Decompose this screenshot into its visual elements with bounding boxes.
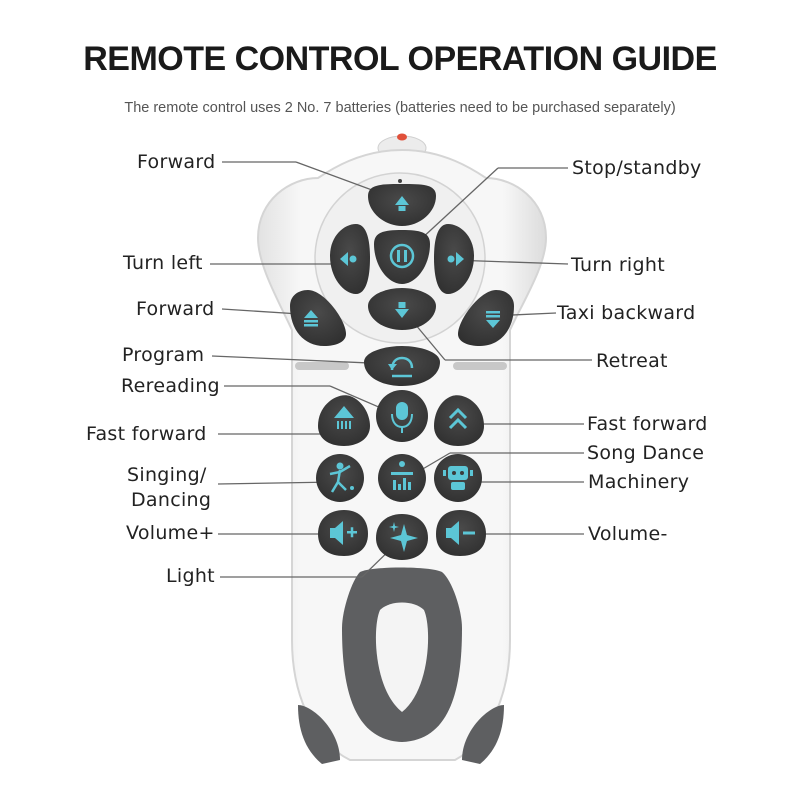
label-retreat: Retreat bbox=[596, 350, 668, 372]
arrow-right-icon bbox=[447, 252, 464, 266]
machinery-button[interactable] bbox=[434, 454, 482, 502]
arrow-left-icon bbox=[340, 252, 357, 266]
label-stop-standby: Stop/standby bbox=[572, 157, 702, 179]
forward-button[interactable] bbox=[368, 184, 436, 226]
fast-forward-right-button[interactable] bbox=[434, 395, 484, 446]
song-dance-button[interactable] bbox=[378, 454, 426, 502]
label-light: Light bbox=[166, 565, 215, 587]
fast-forward-left-button[interactable] bbox=[318, 395, 370, 446]
side-strip-left bbox=[295, 362, 349, 370]
singing-dancing-button[interactable] bbox=[316, 454, 364, 502]
arrow-up-icon bbox=[395, 196, 409, 211]
program-icon bbox=[388, 356, 414, 378]
label-rereading: Rereading bbox=[121, 375, 220, 397]
battery-note: The remote control uses 2 No. 7 batterie… bbox=[124, 100, 676, 116]
arrow-down-icon bbox=[486, 311, 500, 328]
side-strip-right bbox=[453, 362, 507, 370]
volume-down-icon bbox=[446, 521, 475, 545]
label-singing-line2: Dancing bbox=[131, 489, 212, 511]
arrow-up-icon bbox=[304, 310, 318, 327]
sparkle-icon bbox=[389, 522, 418, 552]
label-program: Program bbox=[122, 344, 205, 366]
turn-right-button[interactable] bbox=[434, 224, 474, 294]
robot-icon bbox=[443, 466, 473, 490]
label-volume-down: Volume- bbox=[588, 523, 668, 545]
label-taxi-backward: Taxi backward bbox=[557, 302, 696, 324]
label-song-dance: Song Dance bbox=[587, 442, 705, 464]
retreat-button[interactable] bbox=[368, 288, 436, 330]
fast-forward-icon bbox=[448, 407, 468, 430]
dance-icon bbox=[329, 462, 354, 493]
song-dance-icon bbox=[391, 461, 413, 490]
label-fast-forward-right: Fast forward bbox=[587, 413, 708, 435]
label-fast-forward-left: Fast forward bbox=[86, 423, 207, 445]
volume-up-button[interactable] bbox=[318, 510, 368, 556]
label-forward-side: Forward bbox=[136, 298, 215, 320]
label-machinery: Machinery bbox=[588, 471, 690, 493]
label-volume-up: Volume+ bbox=[126, 522, 215, 544]
label-turn-right: Turn right bbox=[571, 254, 665, 276]
stop-standby-button[interactable] bbox=[374, 230, 430, 284]
volume-up-icon bbox=[330, 521, 357, 545]
label-turn-left: Turn left bbox=[123, 252, 203, 274]
taxi-backward-button[interactable] bbox=[458, 290, 514, 346]
program-button[interactable] bbox=[364, 346, 440, 386]
arrow-down-icon bbox=[395, 302, 409, 318]
fast-forward-icon bbox=[334, 406, 354, 429]
leader-lines bbox=[210, 161, 592, 578]
rereading-button[interactable] bbox=[376, 390, 428, 442]
forward-side-button[interactable] bbox=[290, 290, 346, 346]
volume-down-button[interactable] bbox=[436, 510, 486, 556]
turn-left-button[interactable] bbox=[330, 224, 370, 294]
label-forward-top: Forward bbox=[137, 151, 216, 173]
page-title: REMOTE CONTROL OPERATION GUIDE bbox=[83, 40, 717, 78]
bottom-grip bbox=[298, 567, 504, 764]
pause-icon bbox=[389, 243, 415, 269]
microphone-icon bbox=[391, 402, 413, 433]
label-singing-line1: Singing/ bbox=[127, 464, 207, 486]
light-button[interactable] bbox=[376, 514, 428, 560]
